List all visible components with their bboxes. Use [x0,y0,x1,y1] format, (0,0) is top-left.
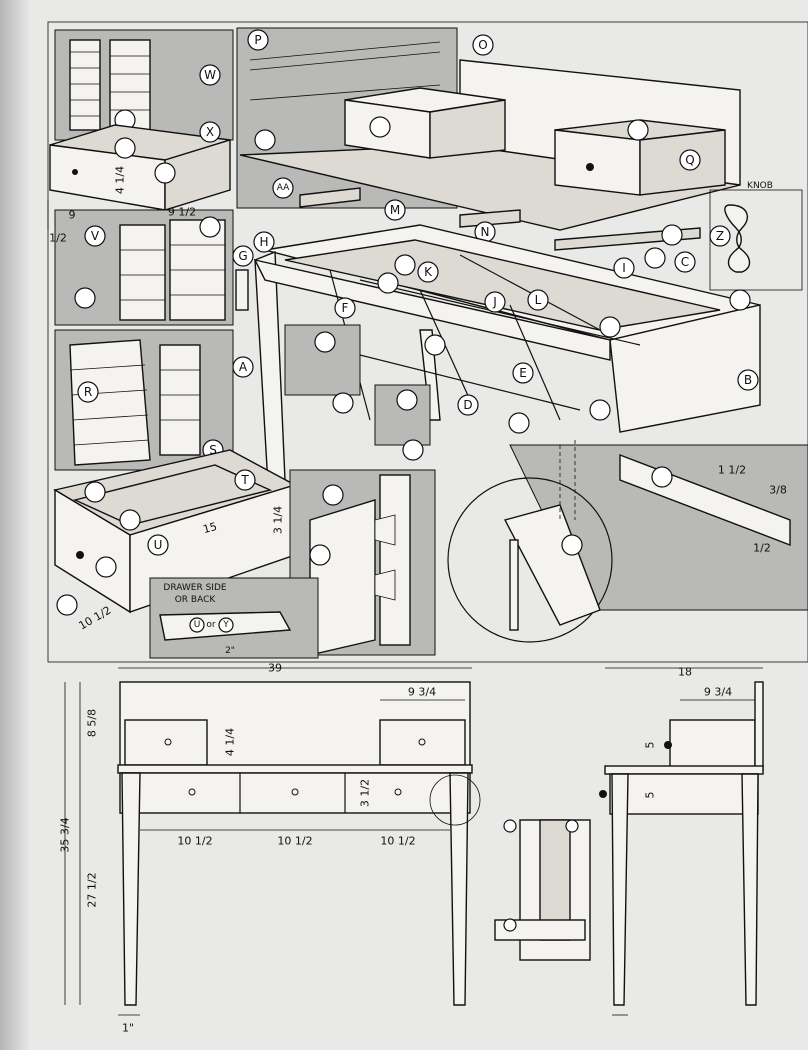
part-label-r: R [84,385,92,399]
part-label-v: V [91,229,100,243]
dim-drawer-length: 15 [202,520,219,536]
page-binding-shadow [0,0,30,1050]
part-label-g: G [238,249,247,263]
dovetail-detail-x [54,209,234,326]
part-label-n: N [481,225,490,239]
dim-v: 1/2 [49,232,67,245]
part-label-s: S [209,443,217,457]
dim-overall-height: 35 3/4 [59,817,72,852]
dim-small-drawer-height: 4 1/4 [224,728,237,756]
drawer-joint-t-s [289,469,436,656]
dim-small-drawer-width: 9 3/4 [408,686,436,699]
drawer-note-line2: OR BACK [175,595,217,605]
part-labels: A B C D E F G H I J K L M N O P Q R S T … [84,33,752,552]
drawer-note-or: or [206,620,216,630]
dim-box-length: 9 [69,209,76,222]
dim-box-height: 4 1/4 [114,166,127,194]
dim-box-depth: 9 1/2 [168,206,196,219]
part-label-d: D [463,398,472,412]
part-label-k: K [424,265,433,279]
small-drawer-box [47,121,231,230]
dim-leg-height: 27 1/2 [86,872,99,907]
part-label-w: W [204,68,216,82]
dim-drawer-depth: 10 1/2 [77,604,114,633]
dim-apron-drawer-height: 3 1/2 [359,779,372,807]
part-label-u: U [154,538,163,552]
part-label-x: X [206,125,214,139]
hutch-top-assembly [236,27,741,251]
part-label-e: E [519,366,527,380]
drawer-note-u: U [194,620,201,630]
drawer-side-note: DRAWER SIDE OR BACK U or Y 2" [149,577,319,659]
part-label-i: I [622,261,626,275]
desk-carcass [232,224,761,486]
magnified-detail-b [447,440,808,643]
dim-side-height-upper: 5 [644,742,657,749]
dim-top-height: 8 5/8 [86,709,99,737]
dim-drawer-mid: 10 1/2 [277,835,312,848]
part-label-aa: AA [277,183,290,193]
dim-d-1: 1 1/2 [718,464,746,477]
dim-side-drawer-depth: 9 3/4 [704,686,732,699]
knob-detail-title: KNOB [747,181,773,191]
dim-leg-foot: 1" [122,1022,134,1035]
knob-detail: KNOB [709,181,803,291]
part-label-t: T [240,473,249,487]
dim-side-depth: 18 [678,666,692,679]
runner-detail [284,324,431,461]
part-label-b: B [744,373,752,387]
front-elevation [64,667,481,1016]
dim-drawer-right: 10 1/2 [380,835,415,848]
dovetail-detail-v-w [54,29,234,141]
part-label-f: F [342,301,349,315]
part-label-o: O [478,38,487,52]
part-label-z: Z [716,229,724,243]
dim-d-2: 3/8 [769,484,787,497]
part-label-p: P [254,33,261,47]
part-label-a: A [239,360,248,374]
dim-drawer-left: 10 1/2 [177,835,212,848]
drawer-note-y: Y [222,620,229,630]
part-label-c: C [681,255,689,269]
section-detail [494,819,591,961]
drawer-note-dim: 2" [225,646,235,656]
dim-side-height-lower: 5 [644,792,657,799]
part-label-m: M [390,203,400,217]
side-elevation [599,667,764,1016]
dim-d-3: 1/2 [753,542,771,555]
dim-front-width: 39 [268,662,282,675]
part-label-j: J [492,295,497,309]
part-label-h: H [259,235,268,249]
drawer-dovetail-r-s [54,329,234,471]
dim-drawer-height: 3 1/4 [272,506,285,534]
part-label-l: L [535,293,542,307]
drawer-note-line1: DRAWER SIDE [163,583,226,593]
part-label-q: Q [685,153,694,167]
